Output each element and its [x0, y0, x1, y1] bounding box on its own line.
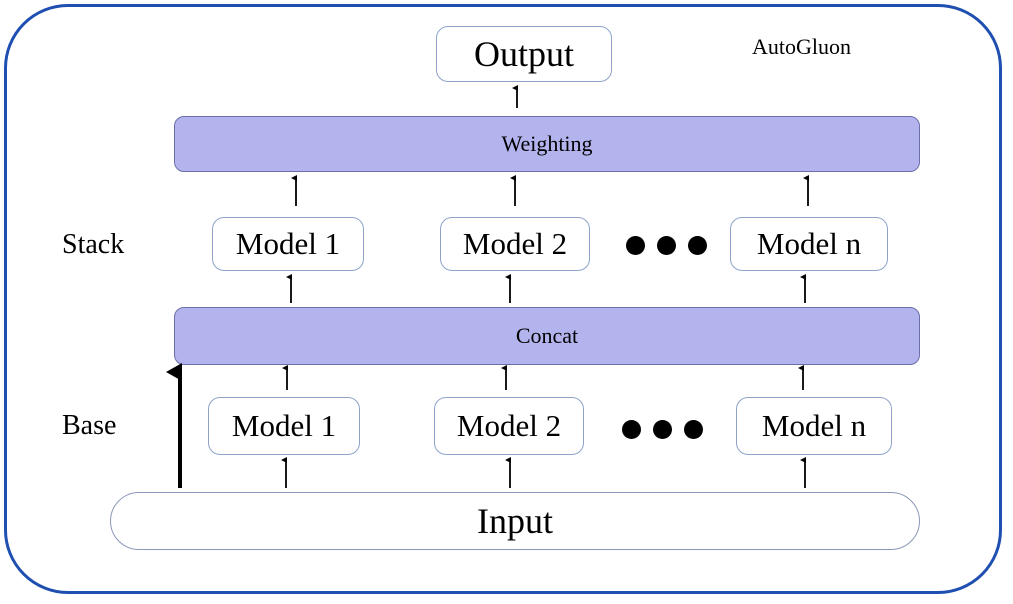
ellipsis-dot [657, 236, 676, 255]
brand-label: AutoGluon [752, 34, 851, 59]
base-ellipsis [622, 420, 703, 439]
ellipsis-dot [684, 420, 703, 439]
concat-layer: Concat [174, 307, 920, 365]
ellipsis-dot [688, 236, 707, 255]
stack-model-1: Model 1 [212, 217, 364, 271]
stack-label: Stack [62, 229, 125, 260]
base-model-2: Model 2 [434, 397, 584, 455]
ellipsis-dot [622, 420, 641, 439]
base-model-n: Model n [736, 397, 892, 455]
input-box: Input [110, 492, 920, 550]
weighting-layer: Weighting [174, 116, 920, 172]
base-label: Base [62, 410, 117, 441]
ellipsis-dot [626, 236, 645, 255]
output-box: Output [436, 26, 612, 82]
stack-ellipsis [626, 236, 707, 255]
base-model-1: Model 1 [208, 397, 360, 455]
autogluon-frame [4, 4, 1002, 594]
ellipsis-dot [653, 420, 672, 439]
stack-model-n: Model n [730, 217, 888, 271]
stack-model-2: Model 2 [440, 217, 590, 271]
